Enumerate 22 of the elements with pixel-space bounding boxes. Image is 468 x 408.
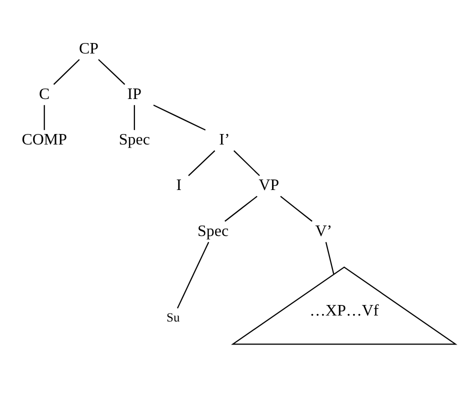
node-text: Spec: [197, 222, 228, 240]
node-text: IP: [126, 85, 142, 102]
connector: [280, 195, 312, 222]
connector: [98, 58, 125, 84]
node-text: Spec: [118, 131, 150, 148]
connector: [52, 58, 80, 84]
connector: [152, 104, 206, 130]
node-text: Su: [166, 310, 180, 324]
node-text: COMP: [21, 131, 66, 148]
node-text: C: [38, 85, 50, 102]
connector: [224, 195, 257, 222]
node-text: I’: [218, 131, 230, 148]
connector: [43, 104, 44, 130]
node-text: I: [176, 176, 182, 194]
node-text: CP: [78, 40, 98, 57]
connector: [188, 150, 215, 176]
connector: [176, 241, 209, 308]
node-text: VP: [258, 176, 279, 194]
node-text: V’: [314, 222, 332, 240]
connector: [133, 104, 134, 130]
connector: [233, 150, 260, 176]
connector: [324, 241, 334, 274]
